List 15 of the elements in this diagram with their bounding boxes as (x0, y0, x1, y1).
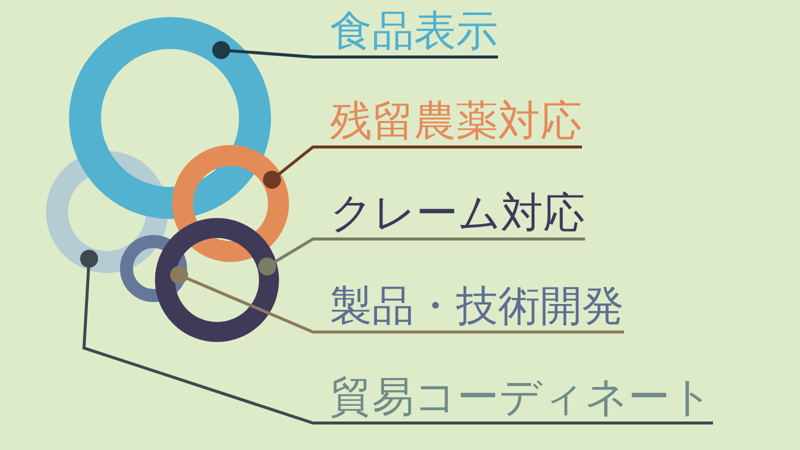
category-label: 残留農薬対応 (330, 96, 582, 146)
leader-line (212, 41, 498, 60)
ring (69, 17, 271, 219)
category-label: 貿易コーディネート (330, 372, 713, 422)
category-label: クレーム対応 (330, 188, 585, 238)
ring (172, 144, 288, 262)
leader-line (258, 238, 585, 276)
ring (120, 234, 186, 302)
leader-line (170, 266, 624, 334)
leader-line (80, 250, 713, 424)
category-label: 食品表示 (330, 6, 498, 56)
category-label: 製品・技術開発 (330, 281, 624, 331)
leader-line (263, 146, 582, 189)
ring (155, 218, 279, 342)
ring (46, 151, 168, 273)
